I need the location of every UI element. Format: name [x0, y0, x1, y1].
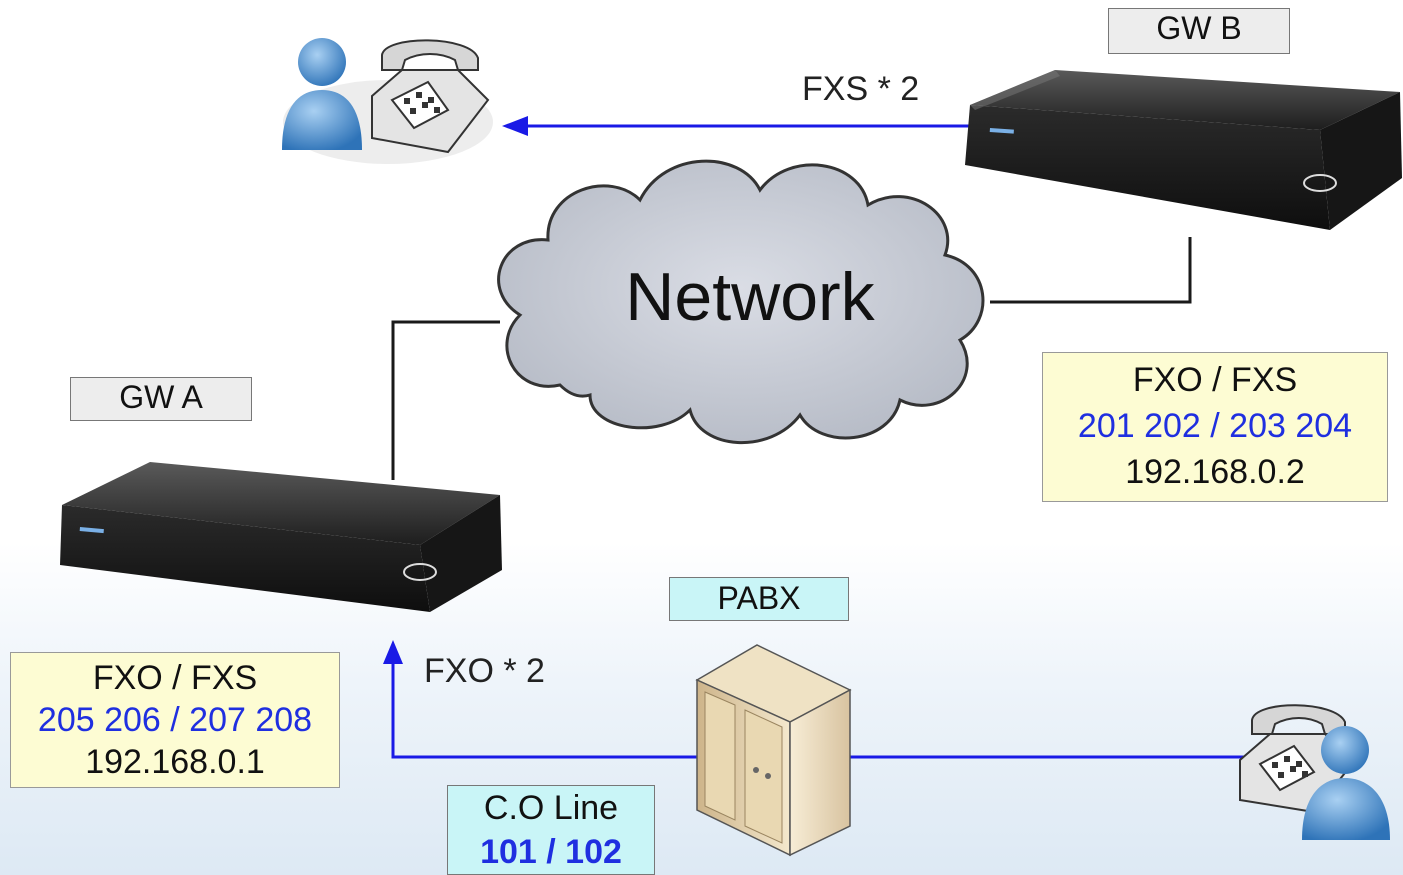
cloud-icon [497, 159, 985, 445]
link-gwa-network [391, 320, 500, 480]
gw-b-numbers: 201 202 / 203 204 [1077, 407, 1353, 445]
arrow-to-phone [502, 116, 528, 136]
telephone-icon [371, 39, 490, 154]
co-line-numbers: 101 / 102 [480, 833, 622, 871]
gw-b-label: GW B [1108, 8, 1290, 54]
gw-b-info-title: FXO / FXS [1132, 361, 1298, 399]
link-network-gwb [990, 237, 1192, 304]
fxo-port-label: FXO * 2 [424, 652, 545, 690]
gw-b-name: GW B [1156, 10, 1242, 46]
pabx-name: PABX [717, 580, 801, 616]
gateway-device-icon [965, 70, 1402, 230]
gw-a-name: GW A [119, 379, 203, 415]
co-line-box: C.O Line 101 / 102 [447, 785, 655, 875]
server-icon [695, 644, 852, 857]
gw-a-numbers: 205 206 / 207 208 [37, 701, 313, 739]
gw-b-info-box: FXO / FXS 201 202 / 203 204 192.168.0.2 [1042, 352, 1388, 502]
gw-a-info-box: FXO / FXS 205 206 / 207 208 192.168.0.1 [10, 652, 340, 788]
network-label: Network [625, 259, 875, 335]
user-icon [1302, 726, 1390, 840]
pabx-label: PABX [669, 577, 849, 621]
gw-a-info-title: FXO / FXS [92, 659, 258, 697]
co-line-title: C.O Line [483, 789, 619, 827]
links [383, 116, 1245, 759]
gw-a-label: GW A [70, 377, 252, 421]
gateway-device-icon [60, 462, 502, 612]
fxs-port-label: FXS * 2 [802, 70, 920, 108]
gw-a-ip: 192.168.0.1 [85, 743, 265, 781]
link-pabx-gwa [391, 660, 700, 759]
arrow-to-gwa [383, 640, 403, 664]
gw-b-ip: 192.168.0.2 [1125, 453, 1305, 491]
